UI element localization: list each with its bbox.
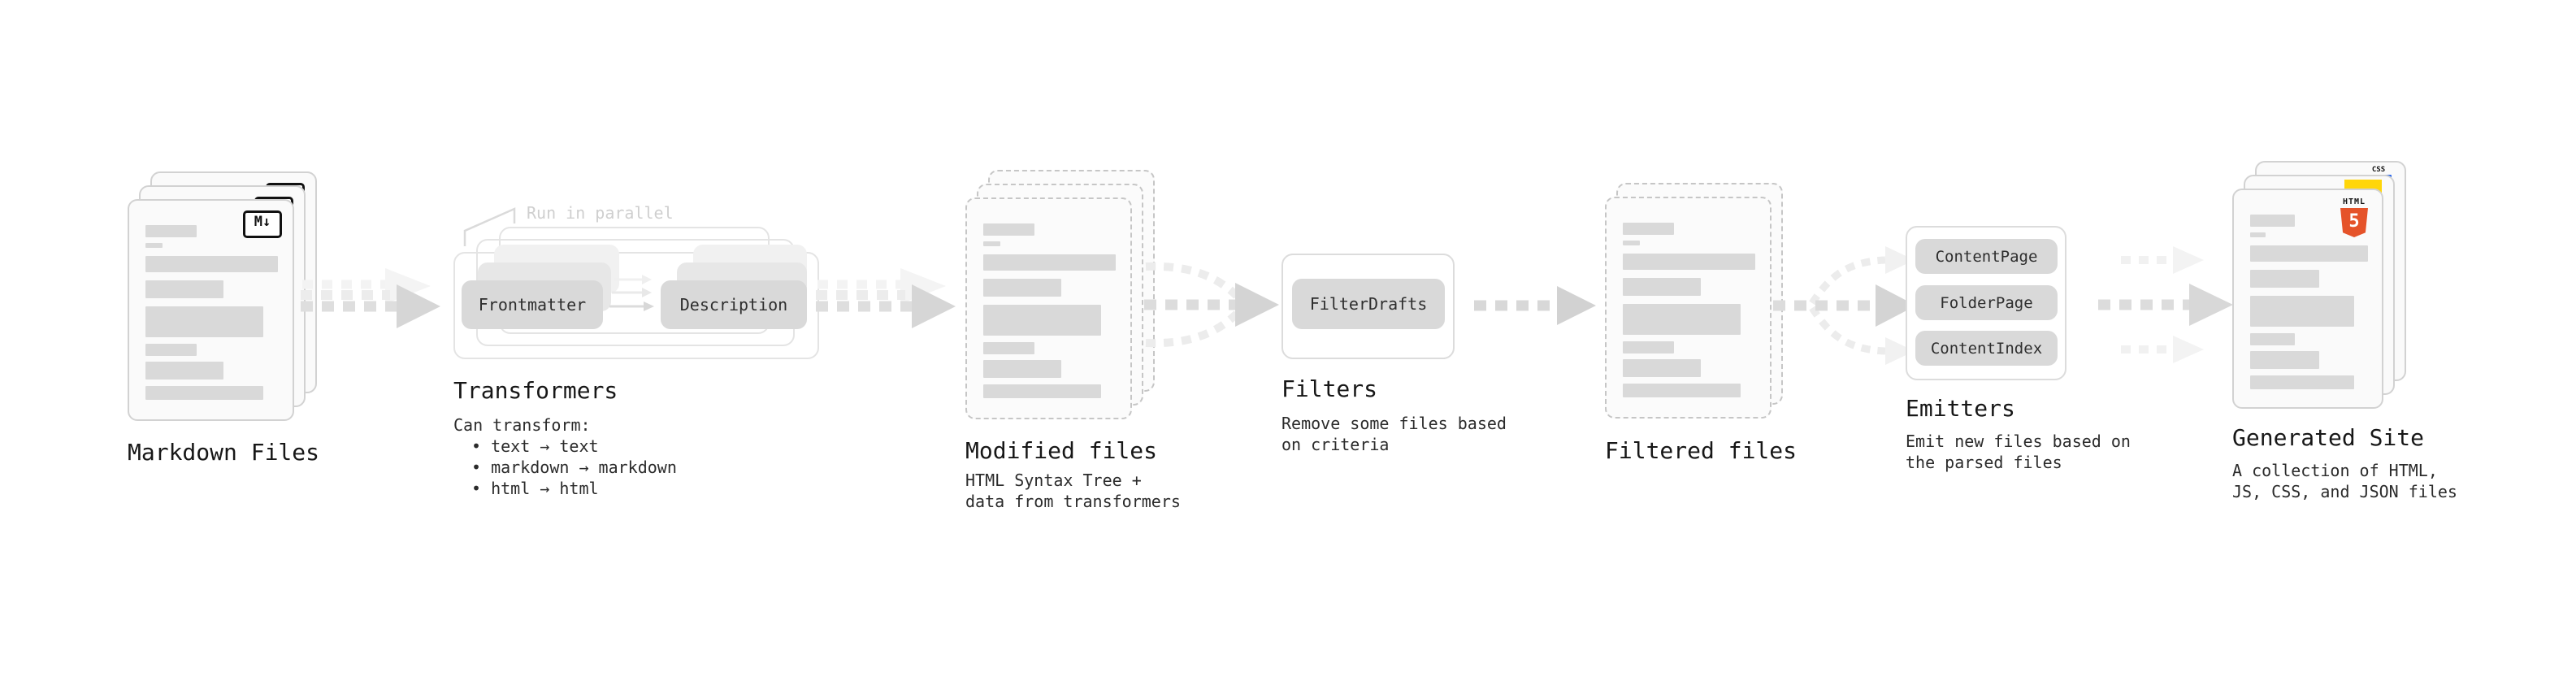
run-in-parallel-annotation: Run in parallel [527, 203, 674, 223]
placeholder-text-bar [1623, 241, 1640, 245]
filters-desc-line2: on criteria [1281, 435, 1390, 454]
modified-file-card-front [965, 197, 1132, 419]
markdown-icon: M↓ [243, 210, 282, 238]
filters-desc-line1: Remove some files based [1281, 414, 1507, 433]
placeholder-text-bar [983, 254, 1116, 271]
placeholder-text-bar [145, 362, 223, 380]
placeholder-text-bar [145, 243, 163, 248]
markdown-file-card-front: M↓ [128, 199, 294, 421]
filtered-file-card-front [1605, 197, 1772, 419]
placeholder-text-bar [2250, 375, 2354, 389]
filters-title: Filters [1281, 375, 1378, 402]
modified-files-desc-line2: data from transformers [965, 492, 1181, 511]
placeholder-text-bar [145, 225, 197, 237]
flow-arrow-filters-to-filtered [1474, 286, 1596, 325]
transformer-pill-frontmatter: Frontmatter [462, 280, 603, 329]
placeholder-text-bar [1623, 341, 1674, 354]
placeholder-text-bar [983, 384, 1101, 398]
placeholder-text-bar [2250, 333, 2295, 345]
placeholder-text-bar [983, 342, 1034, 354]
transformers-title: Transformers [453, 377, 618, 404]
placeholder-text-bar [1623, 304, 1741, 335]
modified-files-title: Modified files [965, 437, 1158, 464]
placeholder-text-bar [2250, 245, 2368, 262]
parallel-step-arrows [609, 275, 654, 311]
flow-arrow-transformers-to-modified [816, 268, 956, 328]
placeholder-text-bar [2250, 215, 2295, 227]
placeholder-text-bar [145, 386, 263, 400]
placeholder-text-bar [2250, 351, 2319, 369]
filter-pill-filterdrafts: FilterDrafts [1292, 279, 1445, 329]
placeholder-text-bar [983, 223, 1034, 236]
transformer-pill-description: Description [661, 280, 807, 329]
generated-site-desc-line2: JS, CSS, and JSON files [2232, 482, 2457, 501]
placeholder-text-bar [145, 306, 263, 337]
generated-site-title: Generated Site [2232, 424, 2425, 451]
transformers-bullet: • text → text [471, 436, 599, 456]
placeholder-text-bar [145, 256, 278, 272]
placeholder-text-bar [145, 344, 197, 356]
callout-line [463, 207, 516, 246]
placeholder-text-bar [1623, 223, 1674, 235]
placeholder-text-bar [1623, 254, 1755, 270]
emitters-desc-line1: Emit new files based on [1906, 432, 2131, 451]
flow-arrow-merge-to-filters [1144, 262, 1279, 348]
modified-files-desc-line1: HTML Syntax Tree + [965, 471, 1142, 490]
flow-arrow-split-to-emitters [1773, 246, 1916, 365]
html-file-card: HTML 5 [2232, 189, 2383, 409]
markdown-files-title: Markdown Files [128, 439, 320, 466]
placeholder-text-bar [983, 360, 1061, 378]
filtered-files-title: Filtered files [1605, 437, 1798, 464]
flow-arrow-markdown-to-transformers [301, 268, 440, 328]
placeholder-text-bar [2250, 270, 2319, 288]
placeholder-text-bar [983, 279, 1061, 297]
generated-site-desc-line1: A collection of HTML, [2232, 461, 2438, 480]
placeholder-text-bar [983, 241, 1000, 246]
placeholder-text-bar [983, 305, 1101, 336]
emitters-desc-line2: the parsed files [1906, 453, 2062, 472]
placeholder-text-bar [1623, 278, 1701, 296]
emitter-pill-folderpage: FolderPage [1915, 285, 2058, 320]
emitters-title: Emitters [1906, 395, 2015, 422]
emitter-pill-contentpage: ContentPage [1915, 239, 2058, 274]
emitter-pill-contentindex: ContentIndex [1915, 331, 2058, 366]
placeholder-text-bar [1623, 359, 1701, 377]
transformers-lead: Can transform: [453, 415, 591, 435]
transformers-bullet: • html → html [471, 479, 599, 498]
transformers-bullet: • markdown → markdown [471, 458, 677, 477]
placeholder-text-bar [1623, 384, 1741, 397]
placeholder-text-bar [2250, 296, 2354, 327]
placeholder-text-bar [2250, 232, 2266, 237]
placeholder-text-bar [145, 280, 223, 298]
html5-icon: HTML 5 [2336, 198, 2372, 237]
flow-arrows-emitters-to-site [2098, 246, 2233, 363]
